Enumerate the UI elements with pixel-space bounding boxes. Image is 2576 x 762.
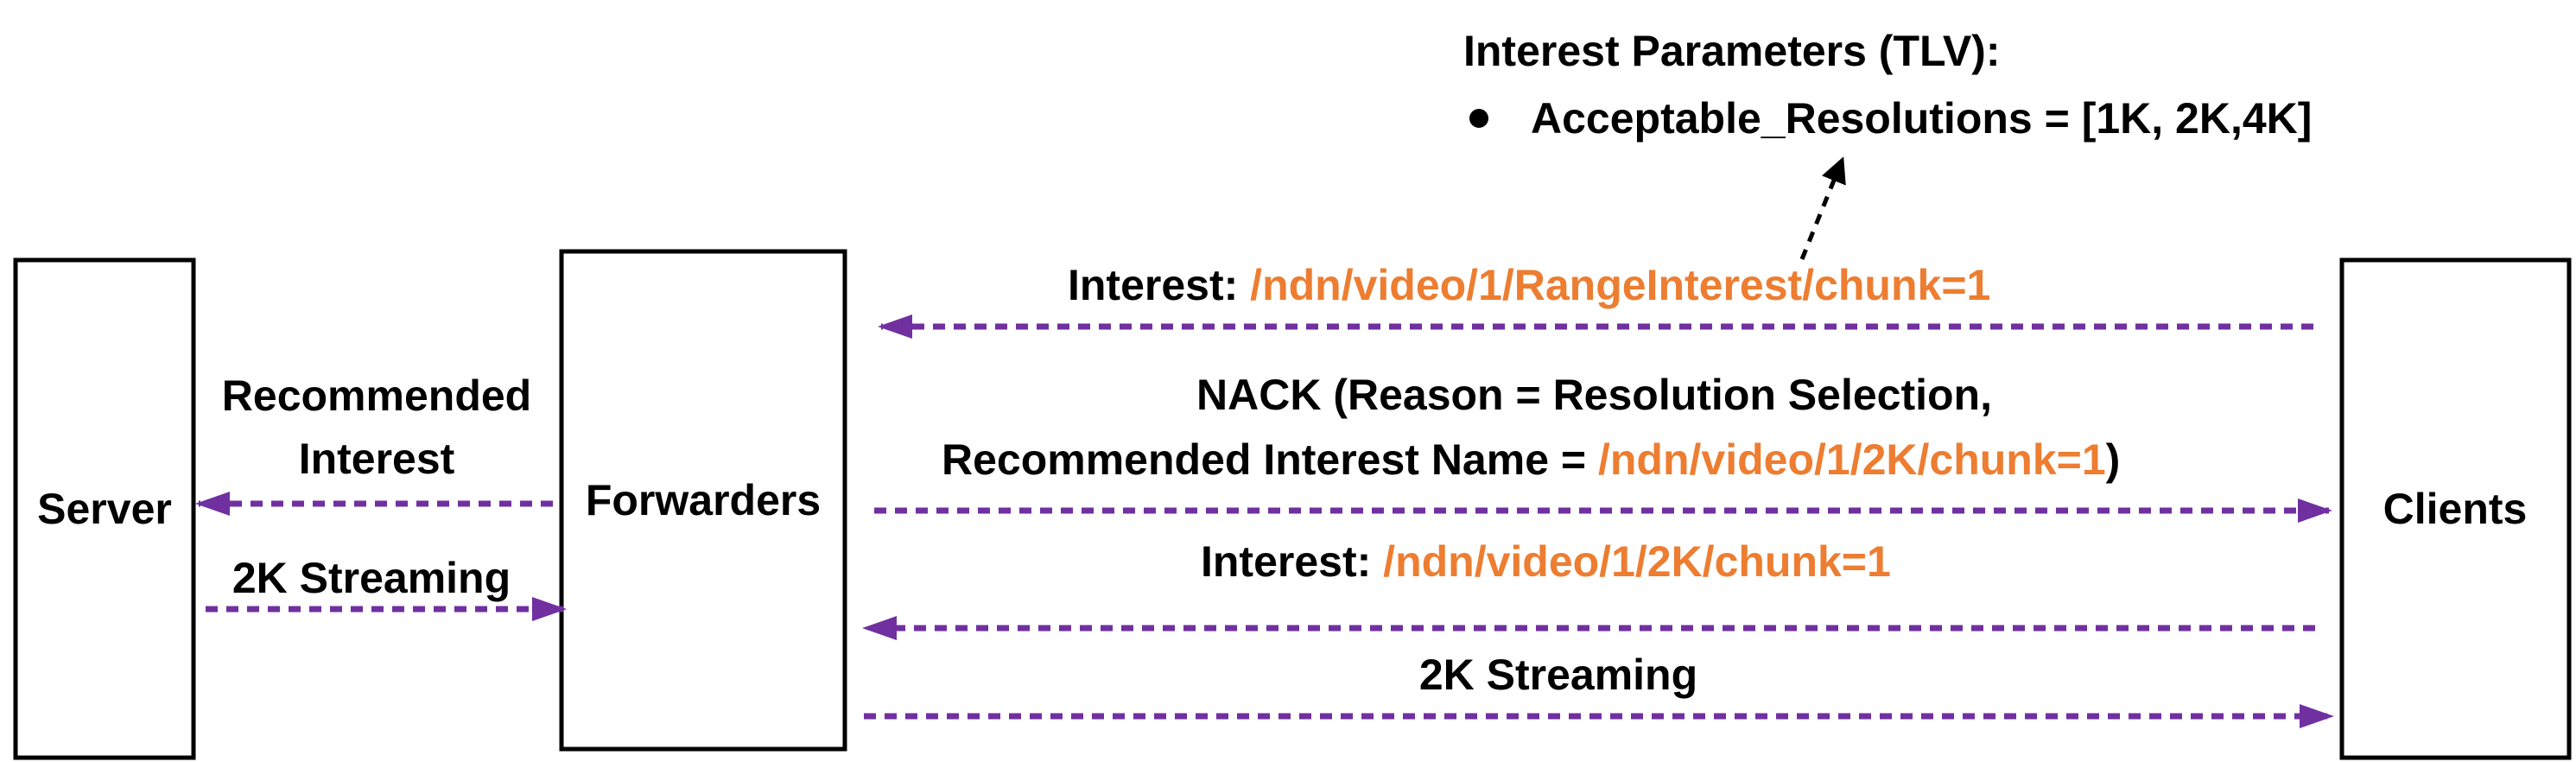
stream-forwarders-label: 2K Streaming — [232, 554, 511, 602]
server-label: Server — [37, 485, 172, 533]
forwarders-label: Forwarders — [586, 476, 821, 524]
interest-range-label: Interest: /ndn/video/1/RangeInterest/chu… — [1068, 261, 1990, 309]
interest-range-name: /ndn/video/1/RangeInterest/chunk=1 — [1250, 261, 1990, 309]
forwarders-node: Forwarders — [559, 249, 847, 752]
stream-client-label: 2K Streaming — [1419, 651, 1697, 699]
interest-2k-prefix: Interest: — [1201, 537, 1383, 586]
interest-2k-name: /ndn/video/1/2K/chunk=1 — [1383, 537, 1891, 586]
message-recommended-interest: Recommended Interest — [195, 371, 553, 516]
clients-node: Clients — [2339, 257, 2572, 760]
message-nack: NACK (Reason = Resolution Selection, Rec… — [874, 371, 2332, 523]
tlv-title: Interest Parameters (TLV): — [1463, 27, 2000, 75]
bullet-dot — [1469, 109, 1488, 128]
clients-label: Clients — [2383, 485, 2528, 533]
server-node: Server — [13, 257, 196, 760]
interest-2k-label: Interest: /ndn/video/1/2K/chunk=1 — [1201, 537, 1891, 586]
recommended-line2: Interest — [299, 435, 455, 483]
message-stream-forwarders: 2K Streaming — [206, 554, 567, 621]
message-interest-2k: Interest: /ndn/video/1/2K/chunk=1 — [862, 537, 2315, 640]
nack-recommended-name: /ndn/video/1/2K/chunk=1 — [1598, 435, 2106, 484]
nack-line2-prefix: Recommended Interest Name = — [942, 435, 1598, 484]
nack-line2: Recommended Interest Name = /ndn/video/1… — [942, 435, 2120, 484]
tlv-bullet-text: Acceptable_Resolutions = [1K, 2K,4K] — [1531, 94, 2312, 143]
nack-line1: NACK (Reason = Resolution Selection, — [1196, 371, 1992, 419]
tlv-annotation: Interest Parameters (TLV): Acceptable_Re… — [1463, 27, 2312, 260]
tlv-pointer-arrow — [1799, 156, 1846, 260]
message-interest-range: Interest: /ndn/video/1/RangeInterest/chu… — [878, 261, 2313, 339]
interest-range-prefix: Interest: — [1068, 261, 1250, 309]
nack-line2-suffix: ) — [2106, 435, 2121, 484]
message-stream-client: 2K Streaming — [864, 651, 2334, 728]
recommended-line1: Recommended — [222, 371, 531, 420]
